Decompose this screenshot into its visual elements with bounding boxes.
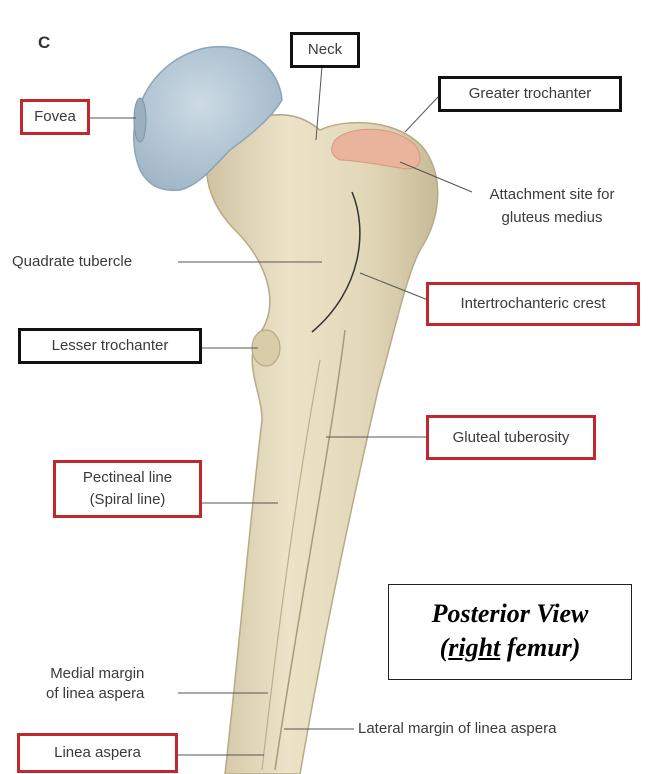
view-caption-line1: Posterior View xyxy=(431,599,589,628)
label-pectineal-line: Pectineal line (Spiral line) xyxy=(53,460,202,518)
femur-bone xyxy=(206,113,439,774)
leader-attachment xyxy=(399,161,473,193)
view-caption-line2: (right femur) xyxy=(389,631,631,665)
label-linea-aspera: Linea aspera xyxy=(17,733,178,773)
label-gluteal-tuberosity: Gluteal tuberosity xyxy=(426,415,596,460)
label-intertrochanteric-crest: Intertrochanteric crest xyxy=(426,282,640,326)
label-gluteal-tuberosity-text: Gluteal tuberosity xyxy=(452,428,570,446)
label-greater-trochanter: Greater trochanter xyxy=(438,76,622,112)
linea-aspera-ridge-medial xyxy=(261,359,321,771)
label-lesser-trochanter: Lesser trochanter xyxy=(18,328,202,364)
label-fovea-text: Fovea xyxy=(34,108,76,125)
view-caption-rest: femur) xyxy=(500,633,581,662)
label-attachment-site: Attachment site for gluteus medius xyxy=(478,186,626,227)
leader-greater-trochanter xyxy=(404,96,439,133)
label-medial-margin-line2: of linea aspera xyxy=(46,685,145,702)
leader-intertrochanteric-crest xyxy=(359,272,429,301)
label-lesser-trochanter-text: Lesser trochanter xyxy=(51,337,169,354)
label-fovea: Fovea xyxy=(20,99,90,135)
intertrochanteric-crest-ridge xyxy=(311,191,361,333)
label-pectineal-line1: Pectineal line xyxy=(82,469,173,486)
femoral-head xyxy=(133,45,283,192)
label-pectineal-line2: (Spiral line) xyxy=(89,491,166,508)
label-neck: Neck xyxy=(290,32,360,68)
label-neck-text: Neck xyxy=(307,41,343,58)
label-attachment-line1: Attachment site for xyxy=(489,186,615,203)
label-greater-trochanter-text: Greater trochanter xyxy=(468,85,592,102)
label-medial-margin-line1: Medial margin xyxy=(50,665,145,682)
fovea-pit xyxy=(133,97,147,143)
leader-neck xyxy=(315,65,323,141)
label-intertrochanteric-crest-text: Intertrochanteric crest xyxy=(460,295,606,312)
panel-letter: C xyxy=(38,33,51,52)
view-caption-open-paren: ( xyxy=(439,633,449,662)
view-caption: Posterior View (right femur) xyxy=(388,584,632,680)
label-medial-margin: Medial margin of linea aspera xyxy=(46,665,144,703)
leader-lines xyxy=(88,65,473,756)
gluteus-medius-attachment-area xyxy=(331,128,421,170)
linea-aspera-ridge xyxy=(274,329,346,771)
label-quadrate-tubercle: Quadrate tubercle xyxy=(12,253,133,270)
label-linea-aspera-text: Linea aspera xyxy=(54,744,141,761)
label-attachment-line2: gluteus medius xyxy=(501,209,603,226)
view-caption-right: right xyxy=(448,633,501,662)
label-lateral-margin: Lateral margin of linea aspera xyxy=(358,720,557,737)
